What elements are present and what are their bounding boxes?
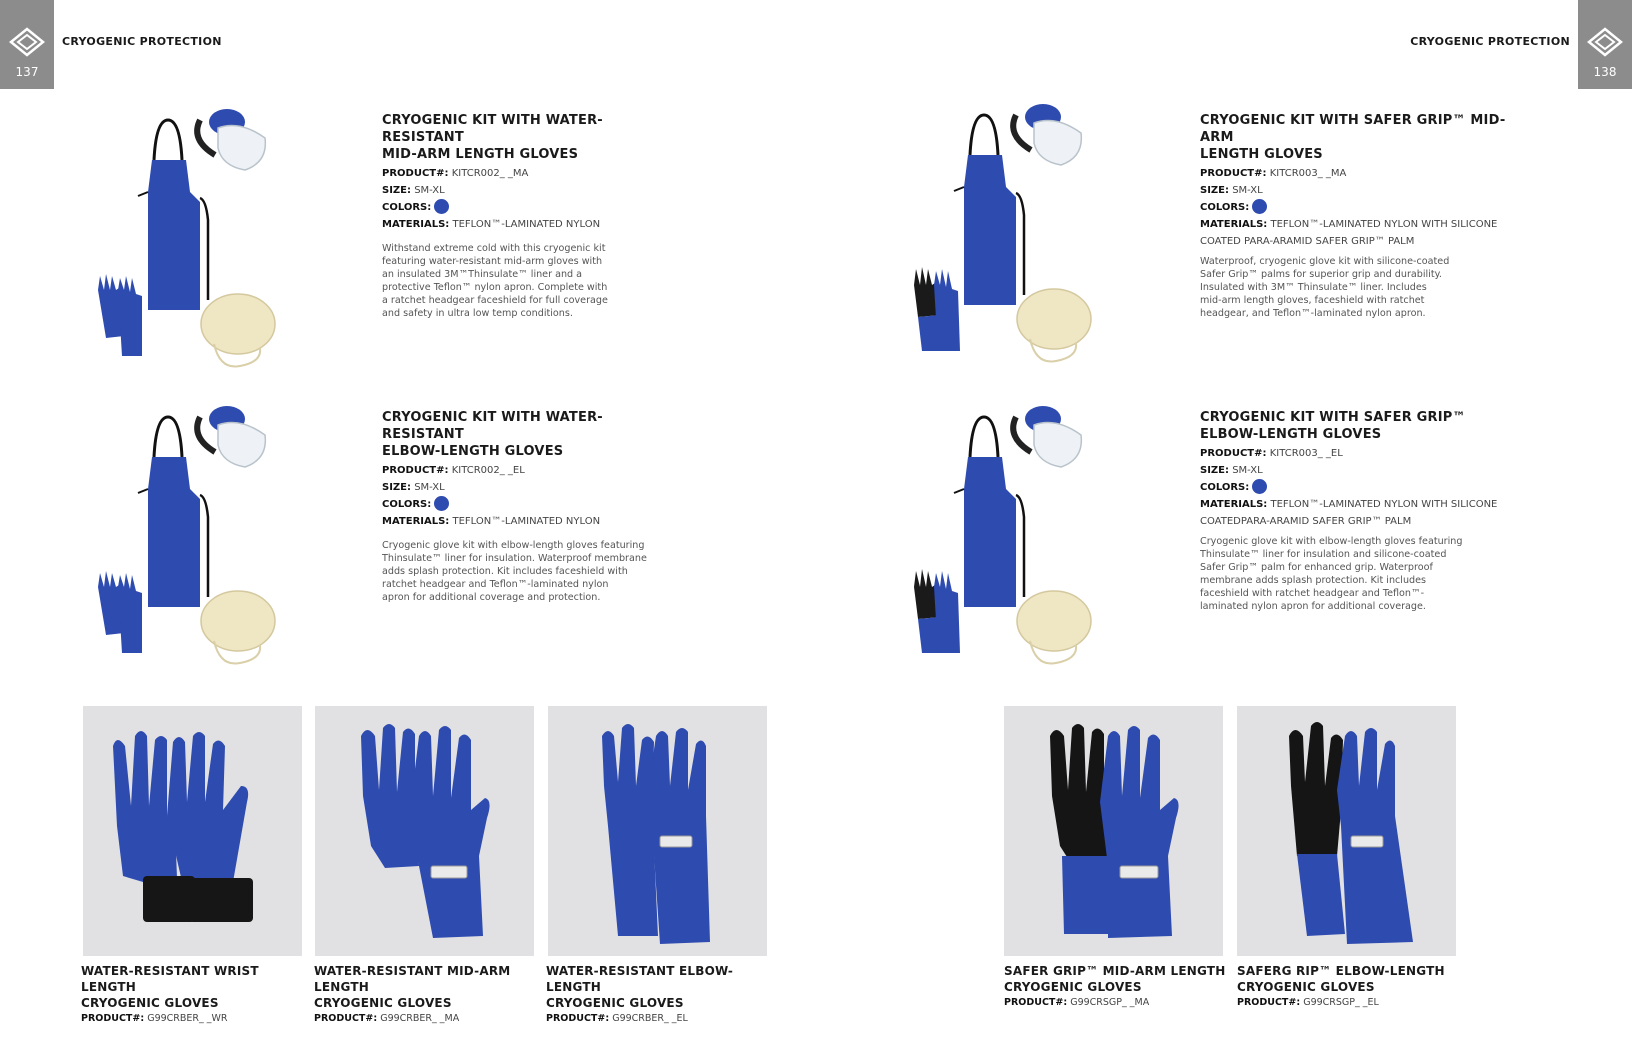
color-swatch-blue bbox=[434, 496, 450, 511]
kit-product-number: PRODUCT#: KITCR002_ _MA bbox=[382, 168, 529, 179]
page-number-right: 138 bbox=[1593, 65, 1617, 79]
kit-colors: COLORS: bbox=[1200, 479, 1520, 496]
kit-image-water-resistant-elbow bbox=[90, 397, 310, 677]
kit-product-number: PRODUCT#: KITCR003_ _EL bbox=[1200, 448, 1343, 459]
kit-description: Withstand extreme cold with this cryogen… bbox=[382, 243, 608, 319]
page-number-left: 137 bbox=[15, 65, 39, 79]
kit-materials-continued: COATEDPARA-ARAMID SAFER GRIP™ PALM bbox=[1200, 516, 1412, 527]
kit-materials: MATERIALS: TEFLON™-LAMINATED NYLON WITH … bbox=[1200, 499, 1498, 510]
glove-product-number: PRODUCT#: G99CRBER_ _EL bbox=[546, 1013, 688, 1024]
kit-image-water-resistant-mid-arm bbox=[90, 100, 310, 380]
section-title-left: CRYOGENIC PROTECTION bbox=[62, 35, 222, 48]
section-title-right: CRYOGENIC PROTECTION bbox=[1410, 35, 1570, 48]
glove-title: WATER-RESISTANT MID-ARM LENGTH CRYOGENIC… bbox=[314, 964, 511, 1010]
kit-info: CRYOGENIC KIT WITH SAFER GRIP™ MID-ARM L… bbox=[1200, 112, 1520, 320]
page-tab-right: 138 bbox=[1578, 0, 1632, 89]
kit-size: SIZE: SM-XL bbox=[382, 185, 445, 196]
kit-info: CRYOGENIC KIT WITH SAFER GRIP™ ELBOW-LEN… bbox=[1200, 409, 1520, 613]
glove-product-number: PRODUCT#: G99CRSGP_ _EL bbox=[1237, 997, 1379, 1008]
glove-caption: SAFERG RIP™ ELBOW-LENGTH CRYOGENIC GLOVE… bbox=[1237, 963, 1467, 1008]
glove-image-mid-arm bbox=[315, 706, 534, 956]
glove-product-number: PRODUCT#: G99CRBER_ _WR bbox=[81, 1013, 228, 1024]
kit-description: Cryogenic glove kit with elbow-length gl… bbox=[1200, 536, 1463, 612]
kit-size: SIZE: SM-XL bbox=[1200, 185, 1263, 196]
glove-product-number: PRODUCT#: G99CRBER_ _MA bbox=[314, 1013, 460, 1024]
kit-colors: COLORS: bbox=[382, 199, 682, 216]
glove-title: WATER-RESISTANT ELBOW-LENGTH CRYOGENIC G… bbox=[546, 964, 734, 1010]
glove-title: SAFERG RIP™ ELBOW-LENGTH CRYOGENIC GLOVE… bbox=[1237, 964, 1445, 994]
kit-materials: MATERIALS: TEFLON™-LAMINATED NYLON bbox=[382, 516, 601, 527]
brand-diamond-icon bbox=[1587, 27, 1623, 57]
kit-title: CRYOGENIC KIT WITH WATER-RESISTANT ELBOW… bbox=[382, 410, 603, 459]
kit-description: Cryogenic glove kit with elbow-length gl… bbox=[382, 540, 647, 603]
kit-product-number: PRODUCT#: KITCR002_ _EL bbox=[382, 465, 525, 476]
kit-materials-continued: COATED PARA-ARAMID SAFER GRIP™ PALM bbox=[1200, 236, 1415, 247]
brand-diamond-icon bbox=[9, 27, 45, 57]
glove-image-safer-grip-elbow bbox=[1237, 706, 1456, 956]
kit-title: CRYOGENIC KIT WITH WATER-RESISTANT MID-A… bbox=[382, 113, 603, 162]
kit-colors: COLORS: bbox=[1200, 199, 1520, 216]
kit-image-safer-grip-elbow bbox=[906, 397, 1126, 677]
color-swatch-blue bbox=[1252, 199, 1268, 214]
kit-info: CRYOGENIC KIT WITH WATER-RESISTANT ELBOW… bbox=[382, 409, 682, 604]
kit-size: SIZE: SM-XL bbox=[1200, 465, 1263, 476]
kit-product-number: PRODUCT#: KITCR003_ _MA bbox=[1200, 168, 1347, 179]
kit-size: SIZE: SM-XL bbox=[382, 482, 445, 493]
glove-caption: WATER-RESISTANT MID-ARM LENGTH CRYOGENIC… bbox=[314, 963, 544, 1024]
glove-image-elbow bbox=[548, 706, 767, 956]
glove-title: SAFER GRIP™ MID-ARM LENGTH CRYOGENIC GLO… bbox=[1004, 964, 1226, 994]
kit-description: Waterproof, cryogenic glove kit with sil… bbox=[1200, 256, 1450, 319]
glove-caption: WATER-RESISTANT WRIST LENGTH CRYOGENIC G… bbox=[81, 963, 311, 1024]
kit-colors: COLORS: bbox=[382, 496, 682, 513]
glove-image-wrist bbox=[83, 706, 302, 956]
glove-title: WATER-RESISTANT WRIST LENGTH CRYOGENIC G… bbox=[81, 964, 259, 1010]
glove-caption: SAFER GRIP™ MID-ARM LENGTH CRYOGENIC GLO… bbox=[1004, 963, 1234, 1008]
color-swatch-blue bbox=[434, 199, 450, 214]
kit-materials: MATERIALS: TEFLON™-LAMINATED NYLON bbox=[382, 219, 601, 230]
kit-materials: MATERIALS: TEFLON™-LAMINATED NYLON WITH … bbox=[1200, 219, 1498, 230]
kit-title: CRYOGENIC KIT WITH SAFER GRIP™ ELBOW-LEN… bbox=[1200, 410, 1466, 442]
color-swatch-blue bbox=[1252, 479, 1268, 494]
glove-image-safer-grip-mid-arm bbox=[1004, 706, 1223, 956]
kit-info: CRYOGENIC KIT WITH WATER-RESISTANT MID-A… bbox=[382, 112, 682, 320]
glove-caption: WATER-RESISTANT ELBOW-LENGTH CRYOGENIC G… bbox=[546, 963, 776, 1024]
glove-product-number: PRODUCT#: G99CRSGP_ _MA bbox=[1004, 997, 1150, 1008]
kit-image-safer-grip-mid-arm bbox=[906, 95, 1126, 375]
kit-title: CRYOGENIC KIT WITH SAFER GRIP™ MID-ARM L… bbox=[1200, 113, 1506, 162]
page-tab-left: 137 bbox=[0, 0, 54, 89]
